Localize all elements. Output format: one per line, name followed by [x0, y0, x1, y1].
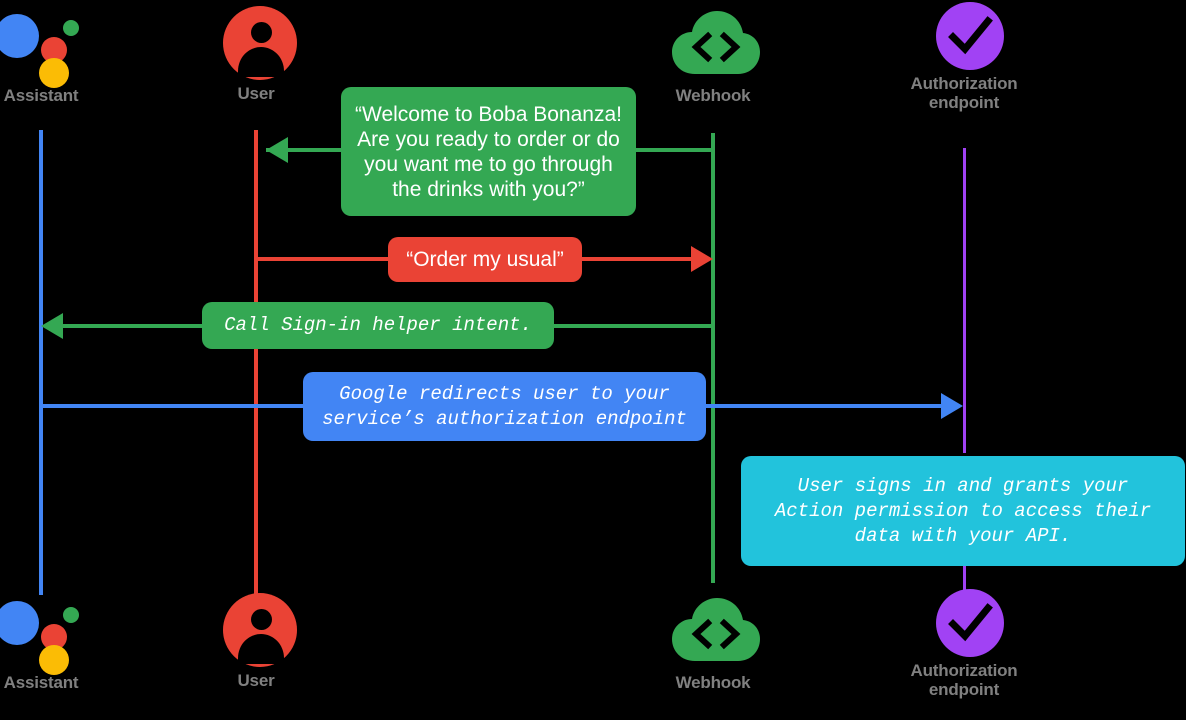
actor-label-assistant: Assistant — [3, 86, 79, 105]
user-avatar-icon-bottom — [206, 589, 306, 671]
actor-label-user-bottom: User — [237, 671, 275, 690]
cloud-code-icon — [663, 4, 763, 86]
auth-circle-shape-icon — [936, 589, 1004, 657]
checkmark-icon — [948, 603, 993, 642]
actor-head-user: User — [156, 2, 356, 103]
purple-check-circle-icon — [914, 0, 1014, 74]
user-avatar-icon — [206, 2, 306, 84]
actor-label-user: User — [237, 84, 275, 103]
assistant-blue-dot-icon — [0, 601, 39, 645]
actor-foot-assistant: Assistant — [0, 591, 141, 692]
message-text-order: “Order my usual” — [406, 248, 564, 271]
lifeline-auth — [963, 148, 966, 453]
message-box-redirect: Google redirects user to your service’s … — [303, 372, 706, 441]
message-text-redirect: Google redirects user to your service’s … — [322, 382, 687, 430]
actor-head-assistant: Assistant — [0, 4, 141, 105]
arrow-right-order — [691, 246, 713, 272]
user-body-icon — [238, 47, 284, 77]
actor-label-auth: Authorization endpoint — [910, 74, 1018, 112]
actor-label-assistant-bottom: Assistant — [3, 673, 79, 692]
assistant-yellow-dot-icon — [39, 645, 69, 675]
user-circle-icon — [223, 6, 297, 80]
lifeline-assistant-upper — [39, 130, 43, 325]
purple-check-circle-icon-bottom — [914, 587, 1014, 661]
cloud-code-icon-bottom — [663, 591, 763, 673]
arrow-right-redirect — [941, 393, 963, 419]
actor-label-webhook: Webhook — [675, 86, 751, 105]
lifeline-assistant-lower — [39, 325, 43, 595]
message-box-welcome: “Welcome to Boba Bonanza! Are you ready … — [341, 87, 636, 216]
user-circle-icon — [223, 593, 297, 667]
actor-label-auth-bottom: Authorization endpoint — [910, 661, 1018, 699]
actor-foot-webhook: Webhook — [613, 591, 813, 692]
google-assistant-icon — [0, 4, 91, 88]
cloud-shape-icon — [672, 598, 760, 661]
cloud-shape-icon — [672, 11, 760, 74]
message-box-signs-in: User signs in and grants your Action per… — [741, 456, 1185, 566]
message-box-order: “Order my usual” — [388, 237, 582, 282]
assistant-green-dot-icon — [63, 607, 79, 623]
user-body-icon — [238, 634, 284, 664]
message-text-welcome: “Welcome to Boba Bonanza! Are you ready … — [355, 102, 622, 201]
arrow-left-welcome — [266, 137, 288, 163]
user-head-icon — [251, 22, 272, 43]
user-head-icon — [251, 609, 272, 630]
assistant-green-dot-icon — [63, 20, 79, 36]
assistant-yellow-dot-icon — [39, 58, 69, 88]
actor-label-webhook-bottom: Webhook — [675, 673, 751, 692]
actor-head-webhook: Webhook — [613, 4, 813, 105]
message-text-signs-in: User signs in and grants your Action per… — [774, 474, 1152, 547]
lifeline-auth-lower — [963, 565, 966, 595]
actor-head-auth: Authorization endpoint — [864, 0, 1064, 112]
assistant-blue-dot-icon — [0, 14, 39, 58]
checkmark-icon — [948, 16, 993, 55]
actor-foot-auth: Authorization endpoint — [864, 587, 1064, 699]
arrow-left-signin — [41, 313, 63, 339]
actor-foot-user: User — [156, 589, 356, 690]
google-assistant-icon-bottom — [0, 591, 91, 675]
message-text-signin: Call Sign-in helper intent. — [224, 314, 532, 336]
lifeline-webhook — [711, 133, 715, 583]
message-box-signin: Call Sign-in helper intent. — [202, 302, 554, 349]
lifeline-user — [254, 130, 258, 595]
auth-circle-shape-icon — [936, 2, 1004, 70]
